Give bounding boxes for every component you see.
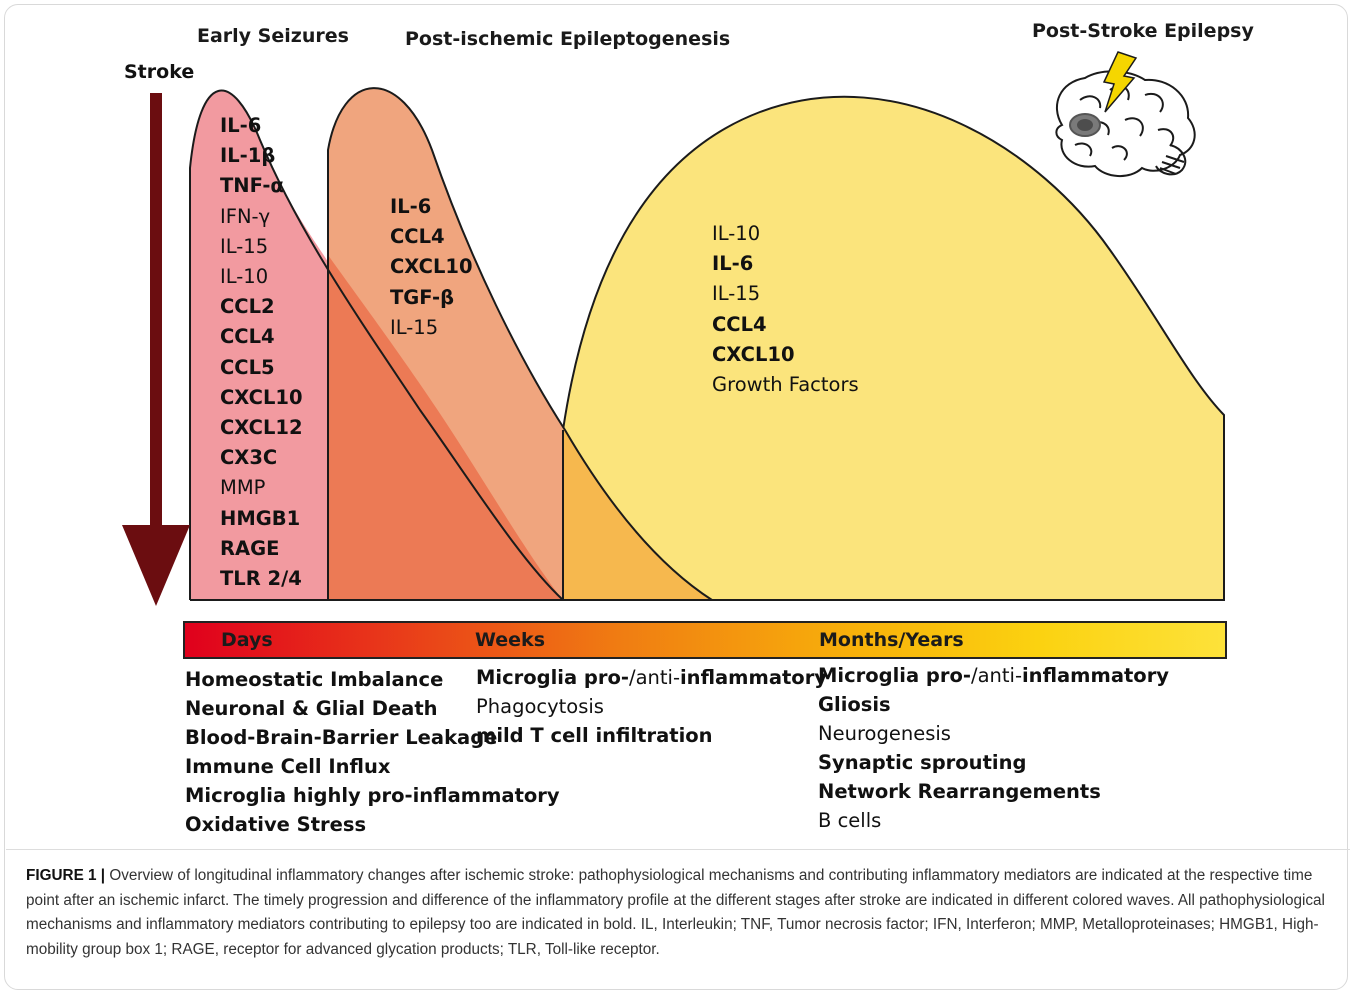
mediator-item: RAGE: [220, 536, 280, 560]
mediator-item: IL-10: [220, 265, 269, 289]
mechanism-item: mild T cell infiltration: [476, 724, 713, 747]
early-epi-overlap: [328, 255, 563, 600]
stroke-arrow-icon: [122, 93, 190, 606]
months-microglia-line: Microglia pro-/anti-inflammatory: [818, 664, 1170, 687]
mediator-item: IL-15: [712, 282, 761, 306]
timeline-weeks: Weeks: [475, 629, 545, 651]
mediator-item: CCL4: [220, 325, 275, 349]
mechanism-item: Neuronal & Glial Death: [185, 697, 438, 720]
caption-body: Overview of longitudinal inflammatory ch…: [26, 867, 1325, 958]
mediator-item: IFN-γ: [220, 204, 271, 228]
mediator-item: CX3C: [220, 446, 278, 470]
mechanism-item: Blood-Brain-Barrier Leakage: [185, 726, 498, 749]
mediator-item: IL-1β: [220, 144, 276, 168]
mechanism-item: Phagocytosis: [476, 695, 604, 718]
mechanism-item: Homeostatic Imbalance: [185, 668, 444, 691]
early-seizures-title: Early Seizures: [197, 25, 349, 47]
mediator-item: TLR 2/4: [220, 567, 302, 591]
mechanisms-months: Microglia pro-/anti-inflammatory Gliosis…: [818, 661, 1169, 835]
epileptogenesis-title: Post-ischemic Epileptogenesis: [405, 28, 731, 50]
timeline-days: Days: [221, 629, 273, 651]
mediator-item: CXCL10: [220, 385, 303, 409]
mediator-item: CCL5: [220, 355, 275, 379]
post-stroke-epilepsy-title: Post-Stroke Epilepsy: [1032, 20, 1254, 42]
mediator-item: CCL2: [220, 295, 275, 319]
mediator-item: TNF-α: [220, 174, 284, 198]
time-scale-bar: Days Weeks Months/Years: [183, 621, 1227, 659]
mediator-item: MMP: [220, 476, 266, 500]
mechanism-item: Oxidative Stress: [185, 813, 367, 836]
timeline-months-years: Months/Years: [819, 629, 964, 651]
pse-wave: [562, 95, 1225, 601]
mediator-item: Growth Factors: [712, 373, 859, 397]
brain-icon: [1055, 70, 1196, 177]
caption-divider: [6, 849, 1350, 850]
mechanism-item: Gliosis: [818, 693, 891, 716]
mechanism-item: Neurogenesis: [818, 722, 951, 745]
mediator-item: IL-15: [220, 234, 269, 258]
mechanism-item: Network Rearrangements: [818, 780, 1101, 803]
mediator-item: IL-10: [712, 222, 761, 245]
mediator-item: IL-6: [220, 114, 262, 137]
weeks-microglia-line: Microglia pro-/anti-inflammatory: [476, 666, 828, 689]
early-wave: [190, 90, 328, 600]
mediator-item: CXCL10: [390, 255, 473, 279]
mediator-item: CCL4: [390, 225, 445, 249]
mediator-item: HMGB1: [220, 506, 301, 530]
mechanism-item: B cells: [818, 809, 882, 832]
inflammation-waves: [122, 51, 1225, 606]
mechanisms-weeks: Microglia pro-/anti-inflammatory Phagocy…: [476, 663, 827, 750]
mediator-item: CCL4: [712, 312, 767, 336]
figure-caption: FIGURE 1 | Overview of longitudinal infl…: [26, 864, 1336, 962]
mediator-item: TGF-β: [390, 285, 455, 309]
mediator-item: IL-6: [712, 252, 754, 276]
mediator-item: IL-15: [390, 315, 439, 339]
caption-lead: FIGURE 1 |: [26, 867, 110, 884]
mechanism-item: Immune Cell Influx: [185, 755, 391, 778]
mechanism-item: Microglia highly pro-inflammatory: [185, 784, 560, 807]
mechanism-item: Synaptic sprouting: [818, 751, 1027, 774]
mediator-item: CXCL12: [220, 416, 303, 440]
mediator-item: IL-6: [390, 195, 432, 218]
lightning-icon: [1102, 51, 1138, 113]
stroke-label: Stroke: [124, 61, 195, 83]
figure-frame: [4, 4, 1348, 990]
mediator-item: CXCL10: [712, 342, 795, 366]
